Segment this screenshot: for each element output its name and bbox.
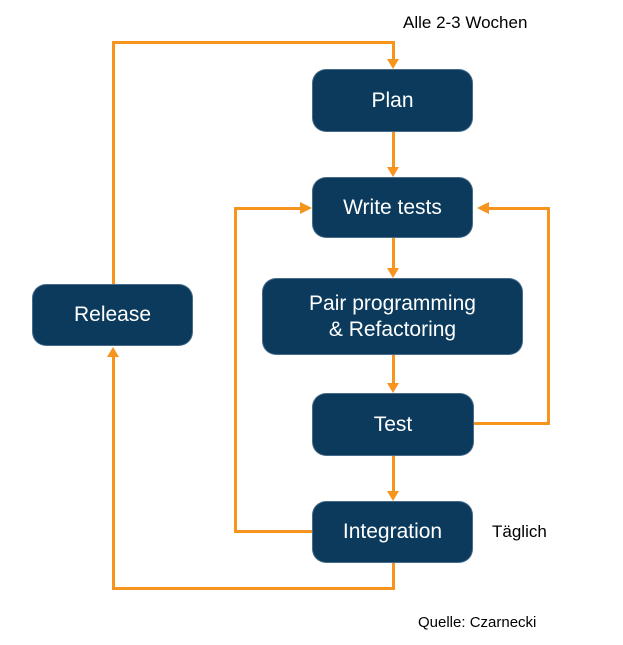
arrowhead-into-pair: [387, 268, 399, 278]
arrowhead-into-writetests-top: [387, 167, 399, 177]
node-write-tests-label: Write tests: [343, 195, 442, 219]
connector-right-loop-up: [546, 206, 550, 425]
arrowhead-into-release: [107, 347, 119, 357]
node-pair-programming: Pair programming & Refactoring: [262, 278, 523, 355]
annotation-daily: Täglich: [492, 522, 547, 541]
connector-test-right: [474, 421, 550, 425]
node-write-tests: Write tests: [312, 177, 473, 238]
connector-bottom-horizontal: [111, 586, 395, 590]
connector-up-into-release: [111, 357, 115, 590]
arrowhead-into-writetests-right: [477, 202, 489, 214]
node-release-label: Release: [73, 303, 152, 327]
connector-release-up: [111, 40, 115, 284]
connector-right-loop-left: [489, 206, 550, 210]
node-integration: Integration: [312, 501, 473, 563]
connector-writetests-pair: [391, 238, 395, 268]
arrowhead-into-writetests-left: [300, 202, 312, 214]
arrowhead-into-plan: [387, 59, 399, 69]
connector-inner-loop-up: [233, 206, 237, 533]
connector-down-into-plan: [391, 40, 395, 59]
node-pair-programming-label-line2: & Refactoring: [328, 317, 457, 341]
node-integration-label: Integration: [342, 520, 443, 544]
node-plan: Plan: [312, 69, 473, 132]
connector-pair-test: [391, 355, 395, 383]
connector-top-horizontal: [111, 40, 395, 44]
connector-integration-left: [233, 529, 312, 533]
arrowhead-into-integration: [387, 491, 399, 501]
node-test: Test: [312, 393, 474, 456]
arrowhead-into-test: [387, 383, 399, 393]
node-plan-label: Plan: [371, 88, 414, 112]
annotation-cycle-weeks: Alle 2-3 Wochen: [403, 13, 528, 32]
connector-plan-writetests: [391, 132, 395, 167]
connector-test-integration: [391, 456, 395, 491]
node-test-label: Test: [373, 412, 413, 436]
annotation-source: Quelle: Czarnecki: [418, 614, 537, 631]
node-pair-programming-label-line1: Pair programming: [309, 291, 476, 315]
connector-inner-loop-right: [233, 206, 300, 210]
node-release: Release: [32, 284, 193, 346]
connector-integration-down: [391, 563, 395, 590]
